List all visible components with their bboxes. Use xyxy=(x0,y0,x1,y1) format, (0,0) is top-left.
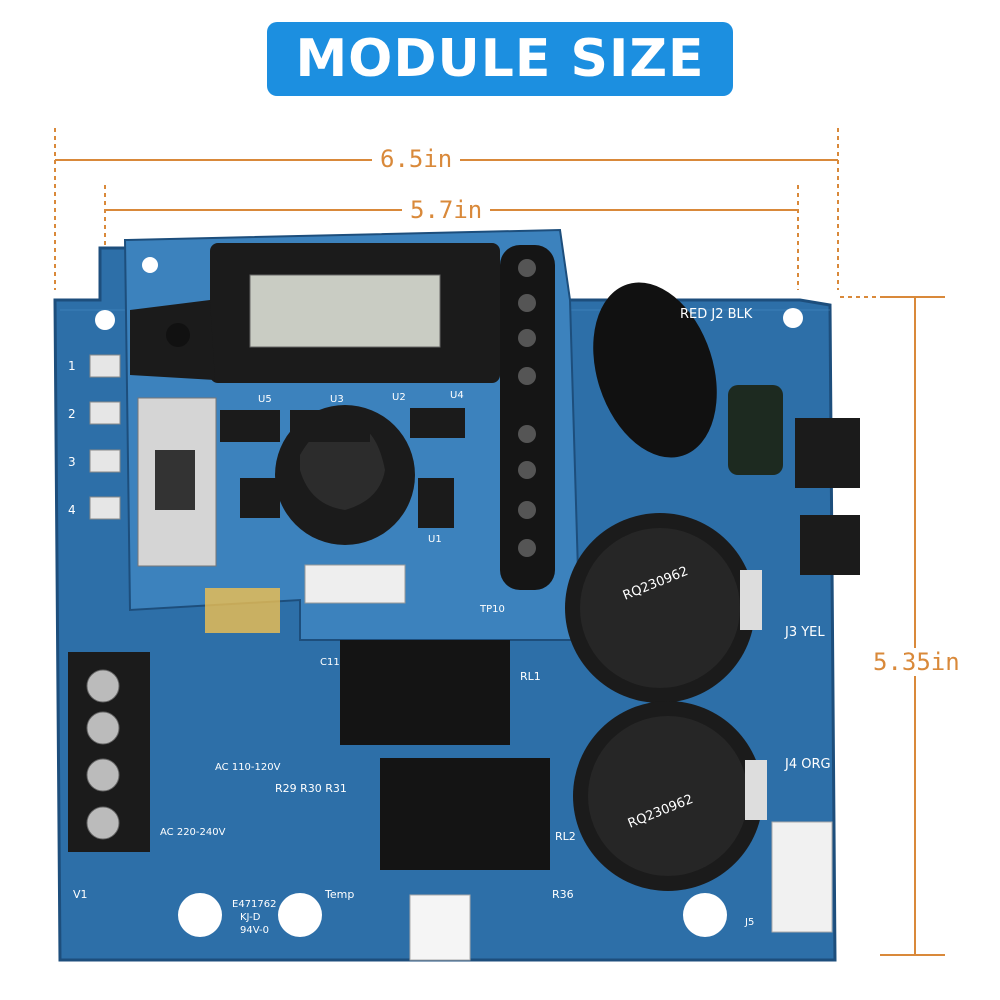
label-terminal-1: 1 xyxy=(68,359,76,373)
label-terminal-4: 4 xyxy=(68,503,76,517)
label-resistors: R29 R30 R31 xyxy=(275,782,347,795)
height-label: 5.35in xyxy=(865,648,968,676)
regulator-1 xyxy=(795,418,860,488)
relay-rl2 xyxy=(380,758,550,870)
black-bead xyxy=(593,282,717,458)
label-u3: U3 xyxy=(330,394,344,405)
label-tp10: TP10 xyxy=(479,604,505,615)
label-terminal-3: 3 xyxy=(68,455,76,469)
label-temp: Temp xyxy=(324,888,354,901)
outer-width-label: 6.5in xyxy=(372,145,461,173)
regulator-2 xyxy=(800,515,860,575)
label-r36: R36 xyxy=(552,888,574,901)
label-cert: E471762 xyxy=(232,899,277,910)
label-j5: J5 xyxy=(744,917,754,928)
label-j2: RED J2 BLK xyxy=(680,307,753,322)
label-c11: C11 xyxy=(320,657,340,668)
lcd-screen xyxy=(249,274,441,348)
screw-terminal-block xyxy=(68,652,150,852)
label-ac-low: AC 110-120V xyxy=(215,762,281,773)
dimension-lines xyxy=(54,128,945,956)
inner-width-label: 5.7in xyxy=(402,196,491,224)
label-rl1: RL1 xyxy=(520,670,541,683)
label-u1: U1 xyxy=(428,534,442,545)
label-v1: V1 xyxy=(73,888,88,901)
display-daughter-board xyxy=(123,228,582,641)
label-ac-high: AC 220-240V xyxy=(160,827,226,838)
electrolytic-capacitor xyxy=(728,385,783,475)
label-rl2: RL2 xyxy=(555,830,576,843)
connector-j5 xyxy=(771,821,833,933)
module-size-title: MODULE SIZE xyxy=(267,22,733,96)
relay-rl1 xyxy=(340,640,510,745)
label-u2: U2 xyxy=(392,392,406,403)
label-terminal-2: 2 xyxy=(68,407,76,421)
terminal-tabs xyxy=(89,354,121,520)
label-cert2: KJ-D xyxy=(240,912,261,923)
label-j4: J4 ORG xyxy=(784,757,831,772)
pin-header xyxy=(500,245,555,590)
large-capacitors xyxy=(565,513,767,891)
label-u4: U4 xyxy=(450,390,464,401)
label-j3: J3 YEL xyxy=(784,625,825,640)
label-u5: U5 xyxy=(258,394,272,405)
label-cert3: 94V-0 xyxy=(240,925,269,936)
